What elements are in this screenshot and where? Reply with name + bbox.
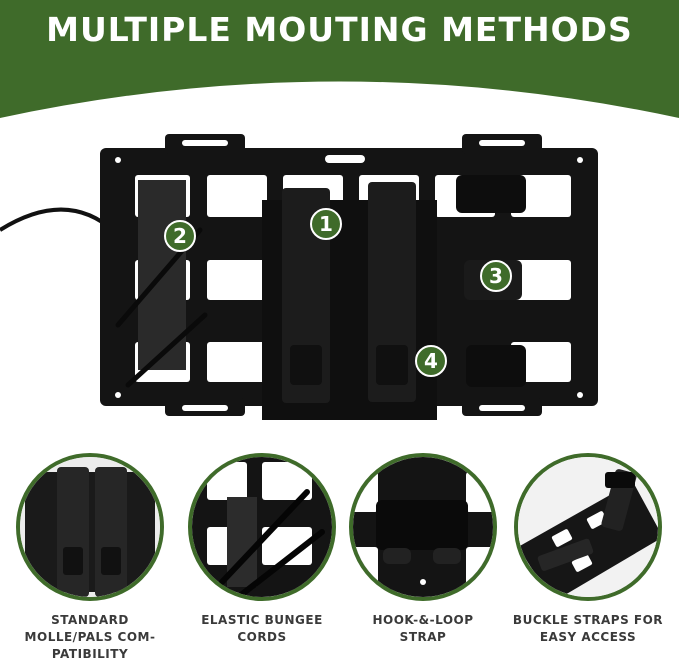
- svg-text:1: 1: [319, 212, 333, 236]
- thumbnail-bungee-cords: [188, 453, 336, 601]
- molle-panel-image: 1 2 3 4: [0, 134, 598, 420]
- caption-bungee-cords: ELASTIC BUNGEE CORDS: [201, 613, 323, 644]
- thumbnail-molle-pouches: [16, 453, 164, 601]
- caption-buckle-straps: BUCKLE STRAPS FOR EASY ACCESS: [512, 613, 664, 644]
- caption-hook-loop: HOOK-&-LOOP STRAP: [372, 613, 474, 644]
- page-title: MULTIPLE MOUTING METHODS: [46, 10, 633, 49]
- thumbnail-buckle-straps: [514, 453, 662, 601]
- marker-3: 3: [480, 260, 512, 292]
- header-banner: [0, 0, 679, 118]
- svg-text:4: 4: [424, 349, 438, 373]
- svg-text:2: 2: [173, 224, 187, 248]
- marker-4: 4: [415, 345, 447, 377]
- caption-molle-pals: STANDARD MOLLE/PALS COM- PATIBILITY: [24, 613, 156, 661]
- svg-text:3: 3: [489, 264, 503, 288]
- marker-2: 2: [164, 220, 196, 252]
- thumbnail-hook-loop-strap: [349, 453, 497, 601]
- marker-1: 1: [310, 208, 342, 240]
